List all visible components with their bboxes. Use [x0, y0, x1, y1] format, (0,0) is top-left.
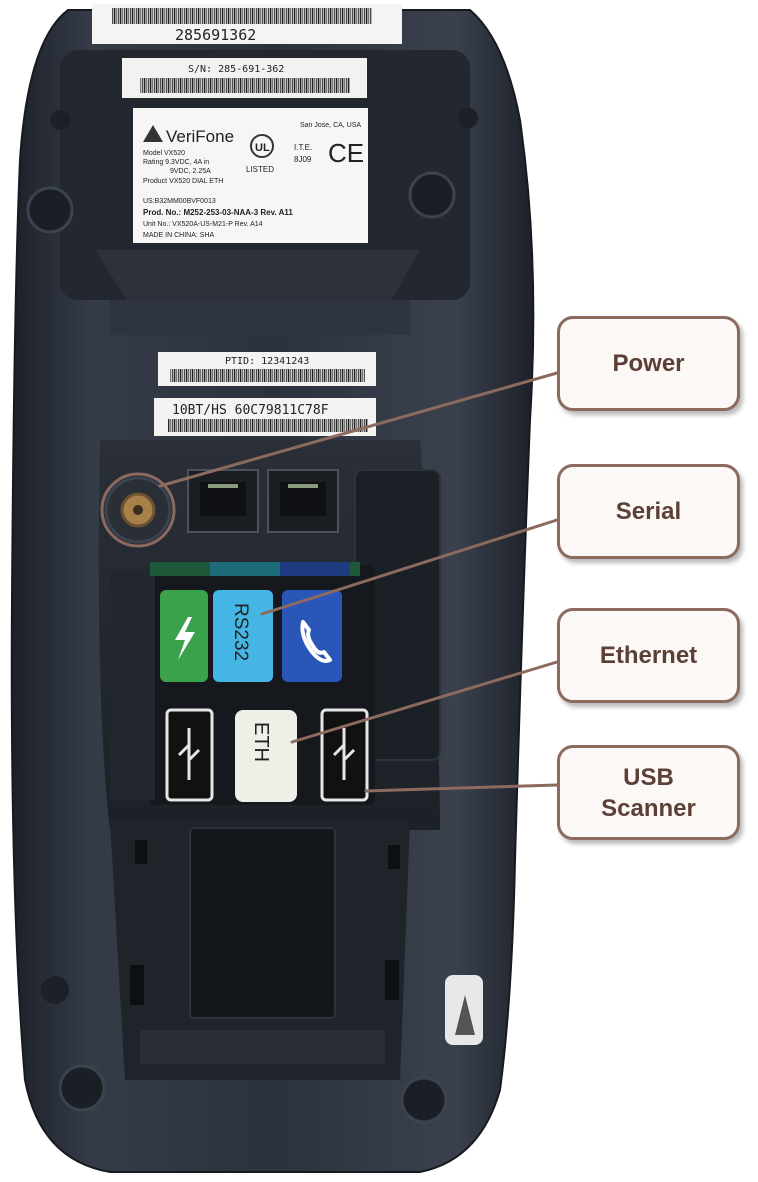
usb-scanner-leader [364, 783, 559, 793]
verifone-logo [143, 125, 163, 142]
screw-top-right [408, 171, 456, 219]
serial-callout-label: Serial [615, 498, 682, 525]
usb-scanner-callout-line2: Scanner [601, 794, 696, 822]
rs232-port-label [213, 590, 273, 682]
lightning-icon [175, 617, 195, 660]
usb-scanner-callout: USB Scanner [557, 745, 740, 840]
power-leader [158, 371, 559, 488]
ethernet-callout: Ethernet [557, 608, 740, 703]
svg-text:S/N: 285-691-362: S/N: 285-691-362 [188, 64, 284, 75]
battery-tab [189, 827, 336, 1019]
svg-text:MADE IN CHINA: SHA: MADE IN CHINA: SHA [143, 232, 215, 239]
svg-text:Unit No.: VX520A-US-M21-P Rev.: Unit No.: VX520A-US-M21-P Rev. A14 [143, 221, 263, 228]
callout-leaders [158, 371, 559, 793]
eth-port-label [235, 710, 297, 802]
ul-mark [250, 134, 274, 158]
power-jack-highlight [100, 472, 176, 548]
rating-label [133, 108, 368, 243]
svg-text:PTID: 12341243: PTID: 12341243 [225, 356, 309, 367]
usb-icon [332, 728, 356, 780]
svg-text:US:B32MM00BVF0013: US:B32MM00BVF0013 [143, 198, 216, 205]
ce-mark: CE [328, 138, 364, 168]
svg-text:9VDC, 2.25A: 9VDC, 2.25A [170, 168, 211, 175]
screw-bottom-left [58, 1064, 106, 1112]
ethernet-callout-label: Ethernet [599, 642, 698, 669]
svg-text:Product VX520 DIAL ETH: Product VX520 DIAL ETH [143, 178, 223, 185]
svg-text:Rating 9.3VDC, 4A in: Rating 9.3VDC, 4A in [143, 159, 209, 166]
svg-text:Prod. No.: M252-253-03-NAA-3: Prod. No.: M252-253-03-NAA-3 Rev. A11 [143, 208, 293, 217]
usb-scanner-callout-line1: USB [623, 763, 674, 791]
serial-callout: Serial [557, 464, 740, 559]
power-callout: Power [557, 316, 740, 411]
svg-text:Model VX520: Model VX520 [143, 150, 185, 157]
power-callout-label: Power [612, 350, 685, 377]
svg-text:San Jose, CA, USA: San Jose, CA, USA [300, 122, 361, 129]
svg-text:UL: UL [255, 142, 270, 154]
svg-text:10BT/HS 60C79811C78F: 10BT/HS 60C79811C78F [172, 403, 329, 418]
top-serial-text: 285691362 [175, 26, 256, 44]
svg-text:I.T.E.: I.T.E. [294, 143, 312, 152]
screw-bottom-right [400, 1076, 448, 1124]
svg-text:RS232: RS232 [230, 603, 251, 661]
screw-top-left [26, 186, 74, 234]
usb-icon [177, 728, 201, 780]
svg-text:VeriFone: VeriFone [166, 127, 234, 146]
svg-text:LISTED: LISTED [246, 165, 274, 174]
svg-text:ETH: ETH [250, 722, 272, 762]
serial-leader [260, 518, 559, 616]
phone-handset-icon [300, 620, 332, 663]
ethernet-leader [290, 660, 559, 744]
svg-text:8J09: 8J09 [294, 155, 312, 164]
